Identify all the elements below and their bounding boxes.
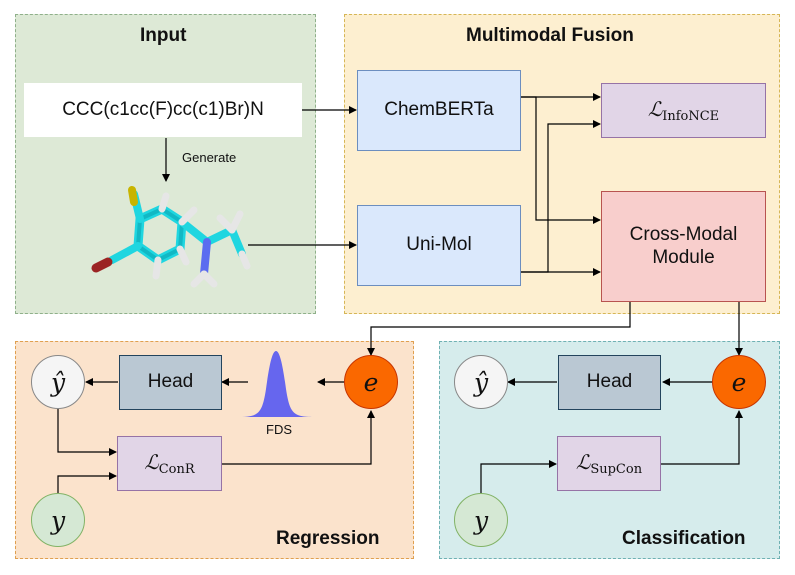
chemberta-box: ChemBERTa bbox=[357, 70, 521, 151]
smiles-box: CCC(c1cc(F)cc(c1)Br)N bbox=[24, 83, 302, 137]
input-panel-title: Input bbox=[140, 25, 187, 46]
classification-embedding-node: e bbox=[712, 355, 766, 409]
conr-loss-label: ℒConR bbox=[144, 449, 195, 477]
cross-modal-module-box: Cross-Modal Module bbox=[601, 191, 766, 302]
classification-head-box: Head bbox=[558, 355, 661, 410]
regression-yhat-node: ŷ bbox=[31, 355, 85, 409]
molecule-3d-image bbox=[91, 186, 251, 288]
generate-label: Generate bbox=[182, 150, 237, 165]
classification-yhat-node: ŷ bbox=[454, 355, 508, 409]
regression-panel-title: Regression bbox=[276, 528, 380, 549]
classification-panel-title: Classification bbox=[622, 528, 746, 549]
regression-embedding-node: e bbox=[344, 355, 398, 409]
supcon-loss-label: ℒSupCon bbox=[575, 449, 643, 477]
cross-modal-line1: Cross-Modal bbox=[629, 223, 738, 245]
fusion-panel-title: Multimodal Fusion bbox=[466, 25, 634, 46]
classification-y-node: y bbox=[454, 493, 508, 547]
unimol-box: Uni-Mol bbox=[357, 205, 521, 286]
conr-loss-box: ℒConR bbox=[117, 436, 222, 491]
fds-label: FDS bbox=[266, 422, 292, 437]
regression-y-node: y bbox=[31, 493, 85, 547]
infonce-loss-box: ℒInfoNCE bbox=[601, 83, 766, 138]
infonce-loss-label: ℒInfoNCE bbox=[647, 96, 720, 124]
supcon-loss-box: ℒSupCon bbox=[557, 436, 661, 491]
regression-head-box: Head bbox=[119, 355, 222, 410]
cross-modal-line2: Module bbox=[652, 246, 715, 268]
fds-distribution-icon bbox=[236, 351, 316, 417]
